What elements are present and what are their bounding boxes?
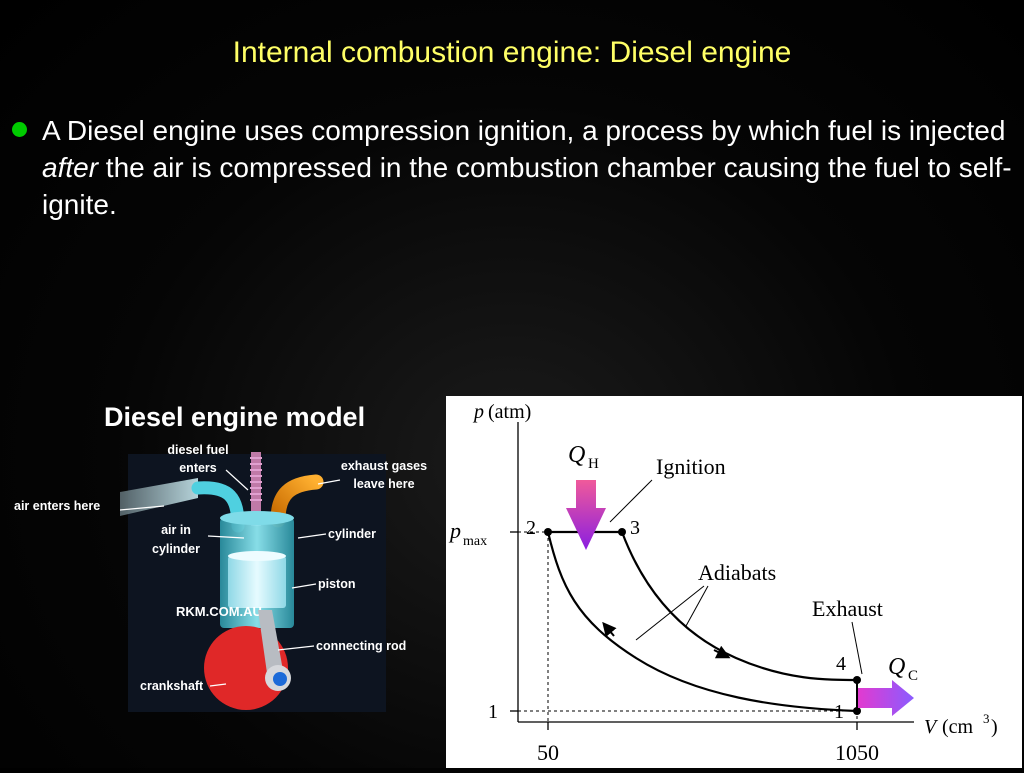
qc-subscript: C <box>908 668 918 684</box>
label-exhaust-2: leave here <box>353 477 414 491</box>
piston-top <box>228 551 286 561</box>
x-tick-label-1050: 1050 <box>835 740 879 765</box>
y-axis-unit: (atm) <box>488 401 531 423</box>
expansion-direction-arrow <box>713 645 731 659</box>
heat-in-arrow <box>566 480 606 550</box>
adiabat-compression <box>546 531 858 713</box>
label-diesel-fuel-1: diesel fuel <box>167 443 228 457</box>
pmax-label: p <box>448 518 461 543</box>
label-air-in-cylinder-1: air in <box>161 523 191 537</box>
crank-pin-bearing <box>273 672 287 686</box>
label-connecting-rod: connecting rod <box>316 639 406 653</box>
qc-label: Q <box>888 654 905 680</box>
pmax-subscript: max <box>463 534 487 549</box>
x-axis-unit-exponent: 3 <box>983 711 990 726</box>
slide-title: Internal combustion engine: Diesel engin… <box>232 36 792 69</box>
fuel-injector-ridges <box>250 457 262 501</box>
state-label-2: 2 <box>526 517 536 539</box>
state-point-2 <box>544 528 552 536</box>
adiabats-pointer-2 <box>685 585 709 627</box>
pv-diagram: p (atm) V (cm 3 ) p max 1 50 1050 1 2 3 … <box>448 401 998 765</box>
label-diesel-fuel-2: enters <box>179 461 217 475</box>
label-air-enters: air enters here <box>14 499 100 513</box>
engine-model-panel: Diesel engine model RKM.COM.AU <box>0 388 446 768</box>
label-pointers <box>119 469 341 687</box>
model-title: Diesel engine model <box>104 402 365 432</box>
ignition-pointer <box>609 479 653 523</box>
x-axis-unit: (cm <box>942 716 974 738</box>
engine-model-illustration: Diesel engine model RKM.COM.AU <box>14 402 427 712</box>
bullet-text-part1: A Diesel engine uses compression ignitio… <box>42 115 1006 146</box>
label-cylinder: cylinder <box>328 527 376 541</box>
label-exhaust-1: exhaust gases <box>341 459 427 473</box>
state-point-1 <box>853 707 861 715</box>
bullet-dot-icon <box>12 122 27 137</box>
piston-body <box>228 556 286 608</box>
exhaust-label: Exhaust <box>812 596 883 621</box>
y-tick-label-1: 1 <box>488 701 498 723</box>
ignition-label: Ignition <box>656 454 726 479</box>
adiabats-pointer-1 <box>635 585 705 641</box>
y-axis-label: p <box>472 401 484 423</box>
heat-out-arrow <box>858 680 914 716</box>
state-label-4: 4 <box>836 653 846 675</box>
label-crankshaft: crankshaft <box>140 679 204 693</box>
x-tick-label-50: 50 <box>537 740 559 765</box>
bullet-text-emphasis: after <box>42 152 99 183</box>
pv-diagram-panel: p (atm) V (cm 3 ) p max 1 50 1050 1 2 3 … <box>446 396 1022 768</box>
adiabats-label: Adiabats <box>698 560 776 585</box>
state-point-4 <box>853 676 861 684</box>
watermark-label: RKM.COM.AU <box>176 604 262 619</box>
bullet-text-part2: the air is compressed in the combustion … <box>42 152 1012 220</box>
compression-direction-arrow <box>602 621 617 638</box>
label-air-in-cylinder-2: cylinder <box>152 542 200 556</box>
x-axis-label: V <box>924 716 939 738</box>
exhaust-pointer <box>851 621 863 675</box>
state-label-3: 3 <box>630 517 640 539</box>
label-piston: piston <box>318 577 356 591</box>
cylinder-top <box>220 511 294 525</box>
adiabat-expansion <box>620 531 858 682</box>
connecting-rod <box>258 610 284 680</box>
x-axis-unit-close: ) <box>991 716 998 738</box>
bullet-text: A Diesel engine uses compression ignitio… <box>42 112 1012 223</box>
air-intake-funnel <box>120 478 198 516</box>
qh-subscript: H <box>588 456 599 472</box>
state-point-3 <box>618 528 626 536</box>
state-label-1: 1 <box>834 701 844 723</box>
qh-label: Q <box>568 442 585 468</box>
bullet-point: A Diesel engine uses compression ignitio… <box>12 112 1012 223</box>
